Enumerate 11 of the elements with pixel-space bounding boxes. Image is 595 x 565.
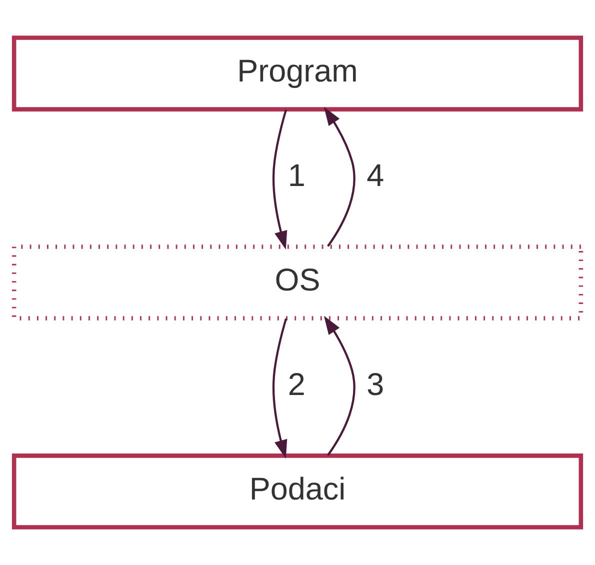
edge-label: 1 [288,157,306,194]
edge-label: 4 [366,157,384,194]
arrow [324,316,356,456]
node-box: Podaci [12,454,584,530]
arrow [272,318,288,459]
edge-label: 3 [366,366,384,402]
node-box: Program [12,36,584,112]
arrow [324,106,356,247]
edge-label: 2 [288,366,306,402]
arrow [272,109,288,250]
node-box: OS [12,244,584,320]
